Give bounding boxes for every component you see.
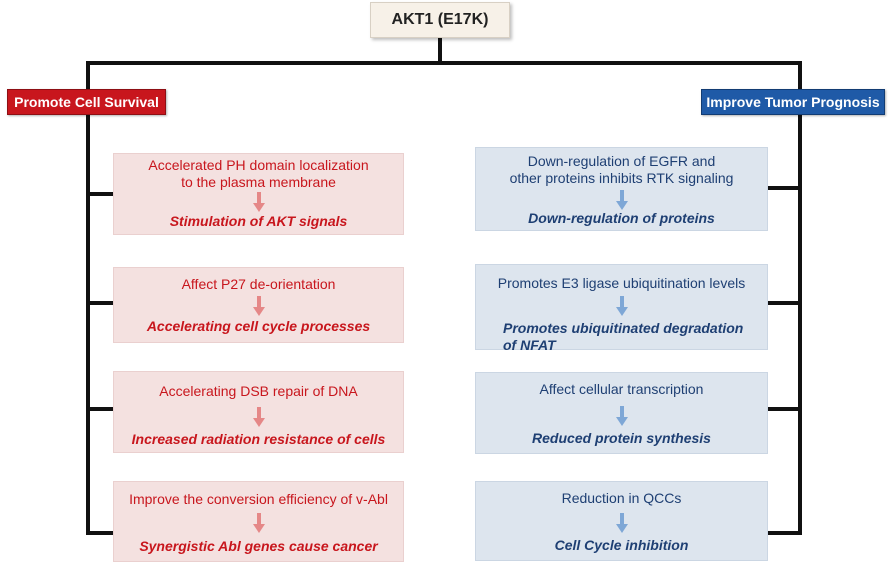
- branch-label-survival: Promote Cell Survival: [7, 89, 166, 115]
- survival-card: Affect P27 de-orientation Accelerating c…: [113, 267, 404, 343]
- down-arrow-icon: [615, 296, 628, 316]
- card-description: Down-regulation of EGFR and other protei…: [476, 153, 767, 187]
- card-result: Promotes ubiquitinated degradation of NF…: [503, 320, 763, 354]
- card-result-line: Down-regulation of proteins: [528, 210, 715, 226]
- card-description: Improve the conversion efficiency of v-A…: [114, 491, 403, 508]
- card-description: Affect P27 de-orientation: [114, 276, 403, 293]
- card-result-line: Reduced protein synthesis: [532, 430, 711, 446]
- card-result-line: Cell Cycle inhibition: [554, 537, 689, 553]
- card-description: Accelerated PH domain localization to th…: [114, 157, 403, 191]
- card-result-line: Synergistic Abl genes cause cancer: [139, 538, 378, 554]
- card-result-line: Increased radiation resistance of cells: [131, 431, 386, 447]
- card-result-line: of NFAT: [503, 337, 556, 353]
- down-arrow-icon: [615, 190, 628, 210]
- down-arrow-icon: [252, 296, 265, 316]
- card-description-line: Affect P27 de-orientation: [181, 276, 336, 292]
- card-description-line: to the plasma membrane: [181, 174, 336, 190]
- card-description: Reduction in QCCs: [476, 490, 767, 507]
- prognosis-card: Down-regulation of EGFR and other protei…: [475, 147, 768, 231]
- root-node: AKT1 (E17K): [370, 2, 510, 38]
- card-description-line: Down-regulation of EGFR and: [527, 153, 716, 169]
- survival-card: Accelerating DSB repair of DNA Increased…: [113, 371, 404, 453]
- card-description: Promotes E3 ligase ubiquitination levels: [476, 275, 767, 292]
- down-arrow-icon: [252, 192, 265, 212]
- prognosis-card: Affect cellular transcription Reduced pr…: [475, 372, 768, 454]
- prognosis-card: Promotes E3 ligase ubiquitination levels…: [475, 264, 768, 353]
- card-result: Stimulation of AKT signals: [114, 213, 403, 230]
- survival-card: Improve the conversion efficiency of v-A…: [113, 481, 404, 562]
- card-description-line: Affect cellular transcription: [539, 381, 704, 397]
- card-description-line: Reduction in QCCs: [561, 490, 682, 506]
- card-result: Down-regulation of proteins: [476, 210, 767, 227]
- card-result: Reduced protein synthesis: [476, 430, 767, 447]
- card-description: Affect cellular transcription: [476, 381, 767, 398]
- card-result: Accelerating cell cycle processes: [114, 318, 403, 335]
- down-arrow-icon: [252, 407, 265, 427]
- branch-label-prognosis: Improve Tumor Prognosis: [701, 89, 885, 115]
- card-result-line: Stimulation of AKT signals: [169, 213, 348, 229]
- card-description-line: Accelerating DSB repair of DNA: [159, 383, 358, 399]
- card-result: Increased radiation resistance of cells: [114, 431, 403, 448]
- card-result: Synergistic Abl genes cause cancer: [114, 538, 403, 555]
- card-result-line: Accelerating cell cycle processes: [146, 318, 371, 334]
- survival-card: Accelerated PH domain localization to th…: [113, 153, 404, 235]
- card-result: Cell Cycle inhibition: [476, 537, 767, 554]
- card-description-line: Accelerated PH domain localization: [148, 157, 369, 173]
- prognosis-card: Reduction in QCCs Cell Cycle inhibition: [475, 481, 768, 561]
- card-description-line: other proteins inhibits RTK signaling: [509, 170, 734, 186]
- branch-label-text: Promote Cell Survival: [14, 94, 159, 110]
- down-arrow-icon: [615, 406, 628, 426]
- card-description-line: Improve the conversion efficiency of v-A…: [129, 491, 388, 507]
- branch-label-text: Improve Tumor Prognosis: [706, 94, 880, 110]
- card-description-line: Promotes E3 ligase ubiquitination levels: [497, 275, 746, 291]
- down-arrow-icon: [252, 513, 265, 533]
- card-result-line: Promotes ubiquitinated degradation: [503, 320, 744, 336]
- card-description: Accelerating DSB repair of DNA: [114, 383, 403, 400]
- root-label: AKT1 (E17K): [391, 11, 489, 28]
- down-arrow-icon: [615, 513, 628, 533]
